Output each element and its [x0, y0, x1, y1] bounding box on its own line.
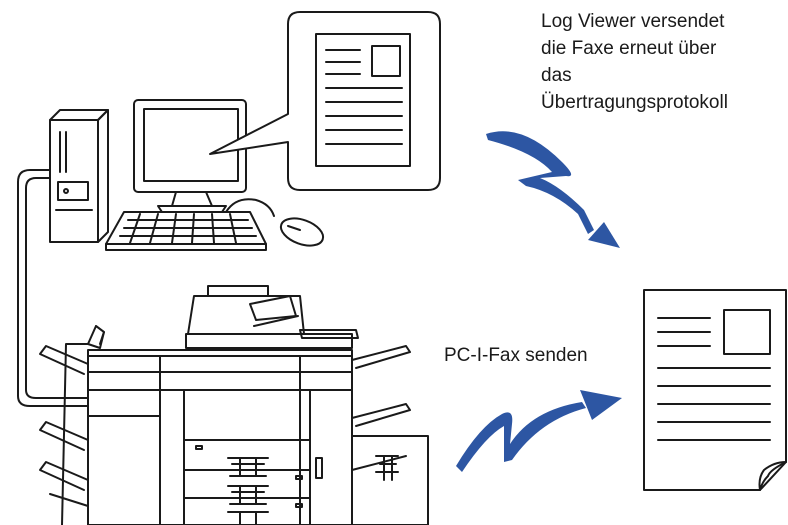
arrow-icon — [456, 390, 622, 472]
computer-tower-icon — [50, 110, 108, 242]
monitor-icon — [134, 100, 246, 212]
pc-i-fax-send-label: PC-I-Fax senden — [444, 345, 588, 366]
multifunction-printer-icon — [40, 286, 428, 525]
document-icon — [316, 34, 410, 166]
document-icon — [644, 290, 786, 490]
speech-bubble — [210, 12, 440, 190]
arrow-icon — [486, 131, 620, 248]
log-viewer-resend-label: Log Viewer versendet die Faxe erneut übe… — [541, 11, 728, 113]
keyboard-icon — [106, 212, 266, 250]
network-cable — [18, 170, 88, 406]
mouse-icon — [226, 199, 327, 251]
